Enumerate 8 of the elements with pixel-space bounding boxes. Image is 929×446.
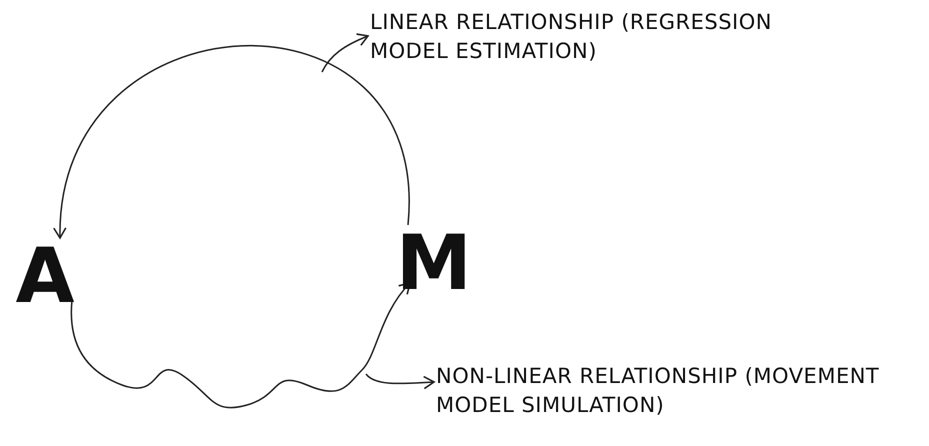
leader-arrow [365,373,435,390]
relationship-note: LINEAR RELATIONSHIP (REGRESSION MODEL ESTIMATION) [370,9,773,66]
leader-arrow [321,33,369,72]
relationship-note: NON-LINEAR RELATIONSHIP (MOVEMENT MODEL SIMULATION) [436,363,880,420]
arrow [54,45,409,239]
arrow [70,282,411,408]
node-letter: M [396,225,468,301]
node-letter: A [14,238,76,314]
